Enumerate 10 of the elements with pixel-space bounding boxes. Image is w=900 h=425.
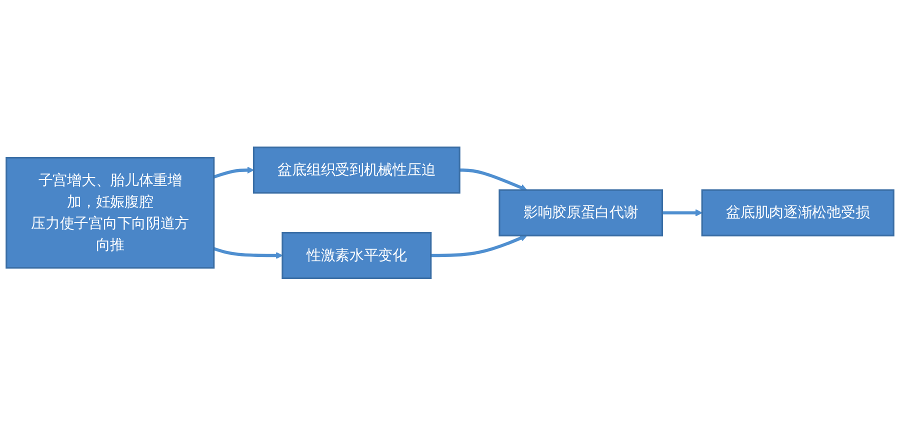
- node-box: 影响胶原蛋白代谢: [498, 188, 664, 236]
- node-box: 性激素水平变化: [282, 232, 432, 279]
- arrow: [662, 208, 702, 216]
- arrow: [213, 166, 254, 178]
- arrow: [460, 168, 528, 191]
- arrow: [430, 234, 528, 257]
- node-box: 盆底组织受到机械性压迫: [252, 146, 460, 194]
- arrow: [213, 246, 283, 259]
- node-box: 子宫增大、胎儿体重增加，妊娠腹腔压力使子宫向下向阴道方向推: [6, 156, 215, 268]
- node-box: 盆底肌肉逐渐松弛受损: [701, 188, 894, 236]
